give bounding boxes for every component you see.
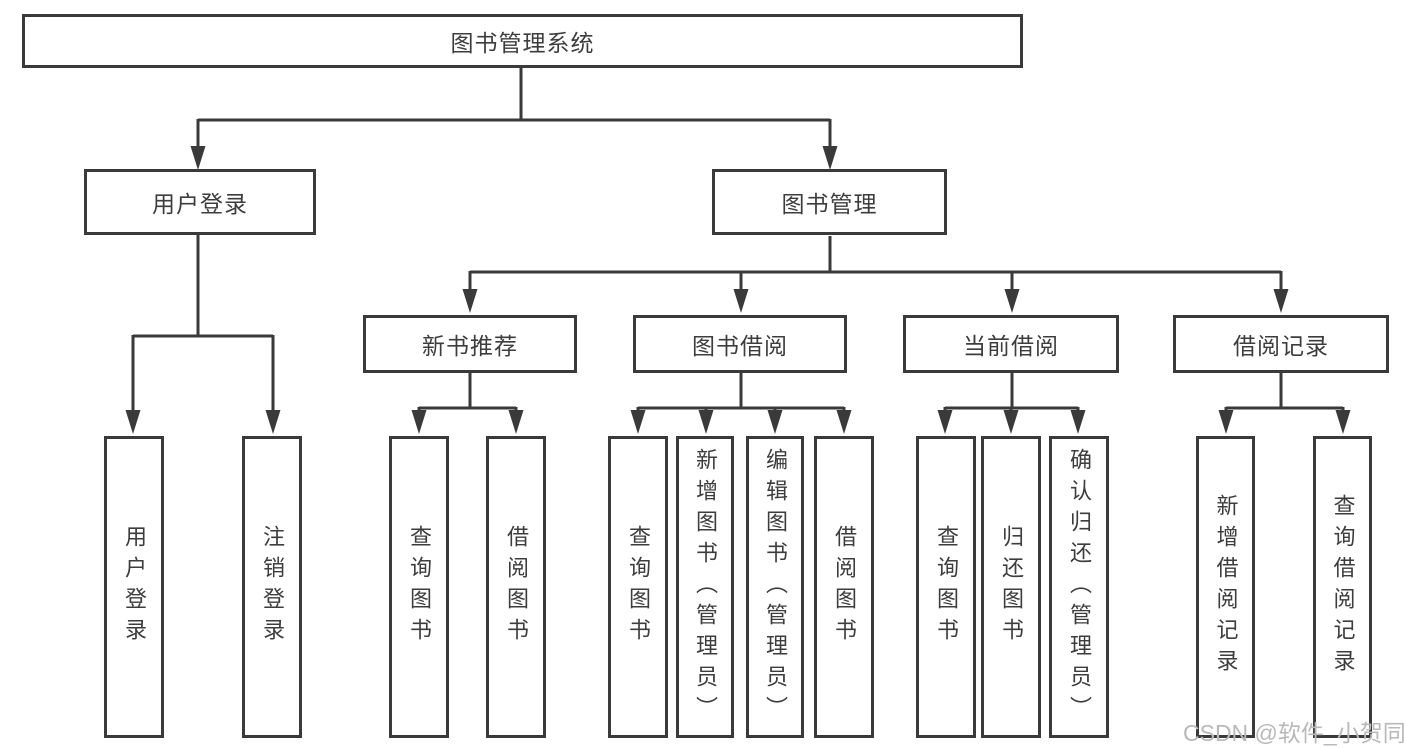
node-root-title: 图书管理系统 [22, 14, 1023, 68]
leaf-add-book-admin: 新增图书（管理员） [676, 436, 734, 738]
leaf-query-books-recommend: 查询图书 [389, 436, 449, 738]
connector-borrowing-records-branch [1218, 373, 1351, 434]
connector-user-login-branch [125, 234, 281, 434]
leaf-label: 新增借阅记录 [1213, 494, 1239, 680]
connector-root-branch [190, 68, 838, 170]
node-label: 图书借阅 [692, 333, 788, 359]
connector-book-management-branch [462, 236, 1289, 313]
leaf-query-books-current: 查询图书 [916, 436, 976, 738]
node-label: 图书管理 [781, 191, 878, 217]
leaf-label: 注销登录 [260, 525, 285, 649]
leaf-label: 借阅图书 [832, 525, 857, 649]
leaf-query-books-borrowing: 查询图书 [608, 436, 668, 738]
leaf-label: 借阅图书 [504, 525, 529, 649]
leaf-label: 查询借阅记录 [1330, 494, 1356, 680]
node-borrowing-records: 借阅记录 [1173, 315, 1389, 373]
leaf-user-login: 用户登录 [104, 436, 164, 738]
leaf-label: 查询图书 [934, 525, 959, 649]
node-label: 图书管理系统 [450, 30, 595, 56]
node-label: 用户登录 [152, 191, 248, 217]
leaf-label: 查询图书 [407, 525, 432, 649]
leaf-confirm-return-admin: 确认归还（管理员） [1049, 436, 1109, 738]
node-label: 借阅记录 [1233, 333, 1329, 359]
node-book-borrowing: 图书借阅 [633, 315, 847, 373]
leaf-edit-book-admin: 编辑图书（管理员） [746, 436, 804, 738]
leaf-label: 用户登录 [122, 525, 147, 649]
node-user-login: 用户登录 [84, 169, 316, 235]
leaf-label: 新增图书（管理员） [693, 447, 718, 727]
node-label: 当前借阅 [963, 333, 1059, 359]
csdn-watermark: CSDN @软件_小贺同学 [1183, 720, 1405, 746]
leaf-logout: 注销登录 [242, 436, 302, 738]
connector-new-book-recommend-branch [411, 373, 524, 434]
connector-book-borrowing-branch [630, 373, 852, 434]
node-label: 新书推荐 [422, 333, 518, 359]
leaf-borrow-books-recommend: 借阅图书 [486, 436, 546, 738]
node-current-borrowing: 当前借阅 [903, 315, 1119, 373]
node-book-management: 图书管理 [712, 169, 947, 235]
leaf-return-book: 归还图书 [981, 436, 1041, 738]
node-new-book-recommend: 新书推荐 [363, 315, 577, 373]
leaf-query-borrow-record: 查询借阅记录 [1313, 436, 1372, 738]
leaf-borrow-books-borrowing: 借阅图书 [814, 436, 874, 738]
leaf-label: 查询图书 [626, 525, 651, 649]
leaf-label: 归还图书 [999, 525, 1024, 649]
leaf-label: 编辑图书（管理员） [763, 447, 788, 727]
leaf-label: 确认归还（管理员） [1067, 447, 1092, 727]
leaf-add-borrow-record: 新增借阅记录 [1196, 436, 1255, 738]
connector-current-borrowing-branch [937, 373, 1086, 434]
